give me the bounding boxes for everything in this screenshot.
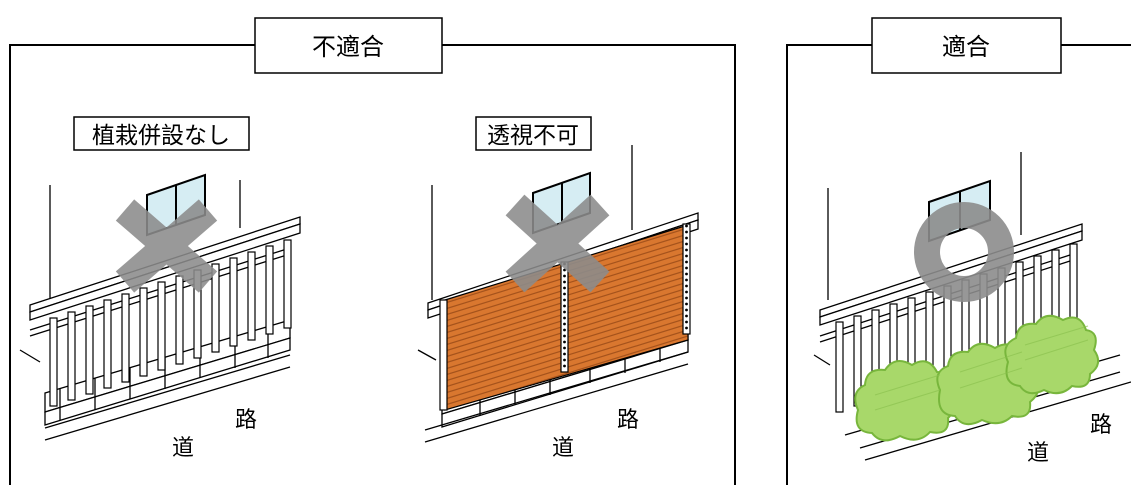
post-dot: [563, 292, 566, 296]
post-dot: [685, 296, 688, 300]
label-no-planting: 植栽併設なし: [92, 123, 230, 149]
post-dot: [563, 274, 566, 278]
road-char-1-c: 道: [1027, 441, 1049, 466]
unsuitable-title-box: [254, 17, 443, 74]
post-dot: [563, 298, 566, 302]
post-dot: [563, 316, 566, 320]
road-char-1-a: 道: [172, 436, 194, 461]
post-dot: [685, 254, 688, 258]
post-dot: [685, 284, 688, 288]
post-dot: [685, 314, 688, 318]
post-dot: [685, 302, 688, 306]
road-char-2-b: 路: [617, 408, 639, 433]
post-dot: [685, 278, 688, 282]
scene-with-planting: 道 路: [813, 152, 1131, 466]
post-dot: [685, 290, 688, 294]
road-lines-a: [44, 354, 291, 441]
post-dot: [563, 334, 566, 338]
hedge-3: [1004, 314, 1100, 395]
post-dot: [685, 236, 688, 240]
post-dot: [685, 266, 688, 270]
post-dot: [563, 304, 566, 308]
unsuitable-title: 不適合: [312, 33, 384, 61]
scene-no-see-through: 透視不可: [417, 116, 699, 461]
suitable-panel: 適合: [786, 17, 1131, 485]
post-dot: [563, 346, 566, 350]
post-dot: [685, 272, 688, 276]
fence-a-base: [44, 319, 291, 426]
post-dot: [685, 308, 688, 312]
label-box-no-see-through: [475, 116, 592, 151]
o-mark: [914, 202, 1014, 302]
post-dot: [563, 358, 566, 362]
label-box-no-planting: [73, 116, 250, 151]
post-dot: [685, 224, 688, 228]
x-mark-a: [115, 199, 218, 293]
post-dot: [563, 322, 566, 326]
road-char-1-b: 道: [552, 436, 574, 461]
post-dot: [563, 340, 566, 344]
scene-no-planting: 植栽併設なし: [19, 116, 301, 461]
post-dot: [685, 230, 688, 234]
post-dot: [685, 260, 688, 264]
post-dot: [563, 364, 566, 368]
post-dot: [563, 280, 566, 284]
post-dot: [685, 326, 688, 330]
unsuitable-panel: 不適合 植栽併設なし: [9, 17, 736, 485]
road-lines-b: [424, 351, 689, 443]
label-no-see-through: 透視不可: [487, 123, 579, 149]
unsuitable-frame-right: [442, 44, 736, 485]
suitable-frame: [786, 44, 872, 485]
post-dot: [563, 328, 566, 332]
fence-b-post-dots: [563, 224, 688, 368]
post-dot: [685, 248, 688, 252]
post-dot: [685, 320, 688, 324]
road-char-2-c: 路: [1090, 413, 1112, 438]
post-dot: [563, 310, 566, 314]
unsuitable-frame: [9, 44, 255, 485]
road-char-2-a: 路: [235, 408, 257, 433]
post-dot: [563, 352, 566, 356]
post-dot: [563, 286, 566, 290]
post-dot: [685, 242, 688, 246]
x-mark-b: [505, 194, 610, 293]
hedge-texture: [874, 325, 1089, 411]
suitable-title: 適合: [942, 33, 990, 61]
fence-a-balusters: [49, 239, 292, 407]
suitable-title-box: [871, 17, 1062, 74]
